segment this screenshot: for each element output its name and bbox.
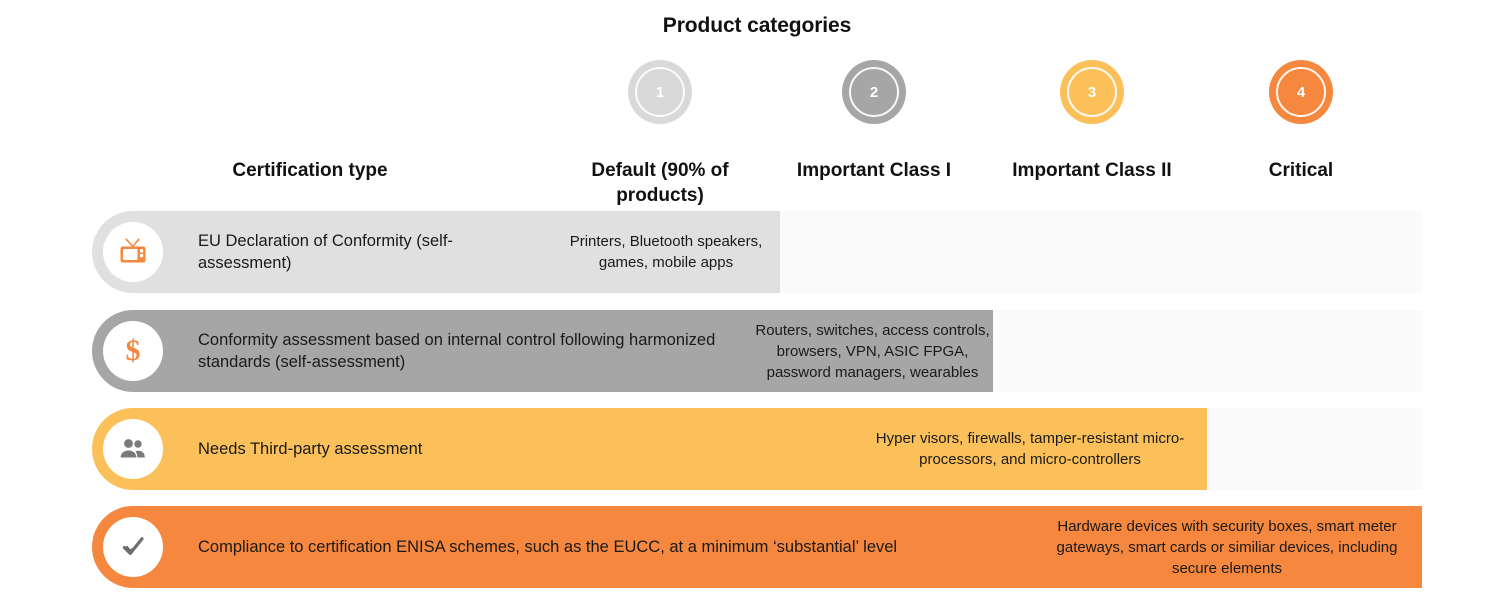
row-certification-text-3: Needs Third-party assessment [198,440,423,458]
row-products-text-4: Hardware devices with security boxes, sm… [1056,517,1398,577]
category-label-4: Critical [1268,160,1334,181]
retro-tv-icon [103,222,163,282]
row-products-4: Hardware devices with security boxes, sm… [1032,506,1422,588]
row-bar-4 [92,506,1422,588]
row-bar-3 [92,408,1207,490]
checkmark-icon [103,517,163,577]
row-certification-text-1: EU Declaration of Conformity (self-asses… [198,232,453,272]
category-number-1: 1 [655,83,665,101]
row-certification-4: Compliance to certification ENISA scheme… [198,506,1028,588]
category-badge-1: 1 [628,60,692,124]
page-title: Product categories [0,14,1504,38]
row-certification-2: Conformity assessment based on internal … [198,310,738,392]
category-badge-4: 4 [1269,60,1333,124]
category-label-1: Default (90% of products) [591,160,729,206]
row-bar-1 [92,211,780,293]
row-certification-3: Needs Third-party assessment [198,408,618,490]
category-column-4: 4 Critical [1201,60,1401,183]
dollar-sign-icon: $ [103,321,163,381]
row-products-1: Printers, Bluetooth speakers, games, mob… [560,211,772,293]
category-label-3: Important Class II [1012,160,1172,181]
category-label-2: Important Class I [796,160,952,181]
row-products-text-3: Hyper visors, firewalls, tamper-resistan… [875,430,1185,468]
row-certification-1: EU Declaration of Conformity (self-asses… [198,211,528,293]
people-group-icon [103,419,163,479]
row-bar-2 [92,310,993,392]
row-products-text-2: Routers, switches, access controls, brow… [755,321,990,381]
page-title-text: Product categories [662,14,852,37]
certification-type-header: Certification type [232,160,388,181]
category-badge-2: 2 [842,60,906,124]
category-column-3: 3 Important Class II [992,60,1192,183]
svg-text:$: $ [126,334,141,367]
category-badge-3: 3 [1060,60,1124,124]
row-certification-text-4: Compliance to certification ENISA scheme… [198,538,898,556]
category-column-2: 2 Important Class I [774,60,974,183]
category-header: 1 Default (90% of products) 2 Important … [0,60,1504,206]
category-number-3: 3 [1087,83,1097,101]
category-column-1: 1 Default (90% of products) [560,60,760,208]
row-products-text-1: Printers, Bluetooth speakers, games, mob… [569,233,763,271]
category-number-4: 4 [1296,83,1306,101]
row-products-3: Hyper visors, firewalls, tamper-resistan… [874,408,1186,490]
row-certification-text-2: Conformity assessment based on internal … [198,331,716,371]
category-number-2: 2 [869,83,879,101]
row-products-2: Routers, switches, access controls, brow… [752,310,993,392]
